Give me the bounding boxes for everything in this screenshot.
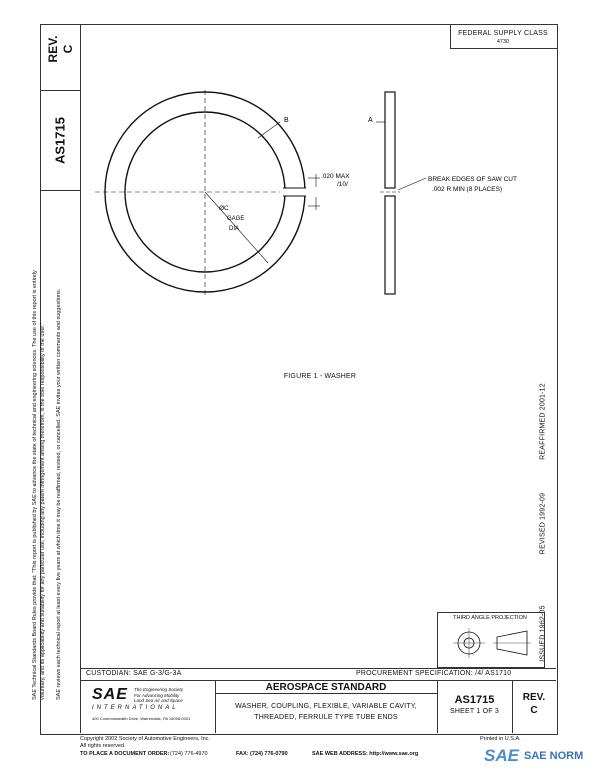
label-c: ØC [219,205,229,212]
drawing-frame [40,24,558,735]
printed-in: Printed in U.S.A. [480,736,521,742]
side-notice-line1: SAE Technical Standards Board Rules prov… [32,270,38,700]
title-rev-value: C [530,705,538,716]
sae-address: 400 Commonwealth Drive, Warrendale, PA 1… [92,716,191,721]
side-notice-line2: voluntary, and its applicability and sui… [40,322,46,700]
rights: All rights reserved. [80,743,126,749]
copyright: Copyright 2002 Society of Automotive Eng… [80,736,210,742]
washer-side-view-upper [384,91,396,189]
supply-class-value: 4730 [496,39,510,45]
watermark-text: SAE NORM [524,750,584,762]
sae-tagline-3: Land Sea Air and Space [134,698,183,703]
sae-logo: SAE [92,686,128,703]
sae-tagline-1: The Engineering Society [134,687,184,692]
break-edges-note: BREAK EDGES OF SAW CUT [428,176,517,183]
divider [40,190,80,191]
label-gage: GAGE [227,216,244,222]
label-b: B [284,117,289,124]
web-address: SAE WEB ADDRESS: http://www.sae.org [312,751,419,757]
reaffirmed-date: REAFFIRMED 2001-12 [539,383,547,460]
projection-box [437,612,545,668]
fax: FAX: (724) 776-0790 [236,751,288,757]
procurement-spec: PROCUREMENT SPECIFICATION: /4/ AS1710 [356,670,512,677]
order-label: TO PLACE A DOCUMENT ORDER: [80,751,170,757]
revised-date: REVISED 1992-09 [539,492,547,555]
washer-side-view-lower [384,195,396,295]
rev-value: C [61,44,75,54]
washer-drawing: B .020 MAX /10/ ØC GAGE DIA A BREAK EDGE… [95,90,517,295]
sae-international: INTERNATIONAL [92,705,179,711]
title-line-1: WASHER, COUPLING, FLEXIBLE, VARIABLE CAV… [235,703,417,710]
gap-dimension: .020 MAX [321,173,350,180]
watermark-logo: SAE [484,746,519,765]
supply-class-box [450,24,557,49]
divider [40,90,80,91]
sheet-number: SHEET 1 OF 3 [450,708,499,715]
rev-label: REV. [46,35,60,63]
watermark: SAE SAE NORM [484,746,596,772]
title-line-2: THREADED, FERRULE TYPE TUBE ENDS [254,714,398,721]
order-phone: (724) 776-4970 [170,751,208,757]
break-edges-radius: .002 R MIN (8 PLACES) [432,186,502,193]
custodian: CUSTODIAN: SAE G-3/G-3A [86,670,182,677]
supply-class-label: FEDERAL SUPPLY CLASS [458,30,548,37]
figure-caption: FIGURE 1 - WASHER [283,373,357,380]
sae-tagline-2: For Advancing Mobility [134,692,180,698]
gap-dimension-note: /10/ [337,181,348,188]
label-dia: DIA [229,226,239,232]
standard-type: AEROSPACE STANDARD [265,682,387,693]
title-doc-number: AS1715 [454,694,495,706]
saw-cut-gap [282,188,308,196]
side-notice-line3: SAE reviews each technical report at lea… [56,288,62,700]
label-a: A [368,117,373,124]
sae-logo-block: SAE The Engineering Society For Advancin… [88,684,210,730]
left-column [40,24,81,733]
projection-symbol [453,628,531,658]
title-rev-label: REV. [522,692,546,703]
left-doc-number: AS1715 [52,117,68,164]
projection-label: THIRD ANGLE PROJECTION [453,615,527,621]
